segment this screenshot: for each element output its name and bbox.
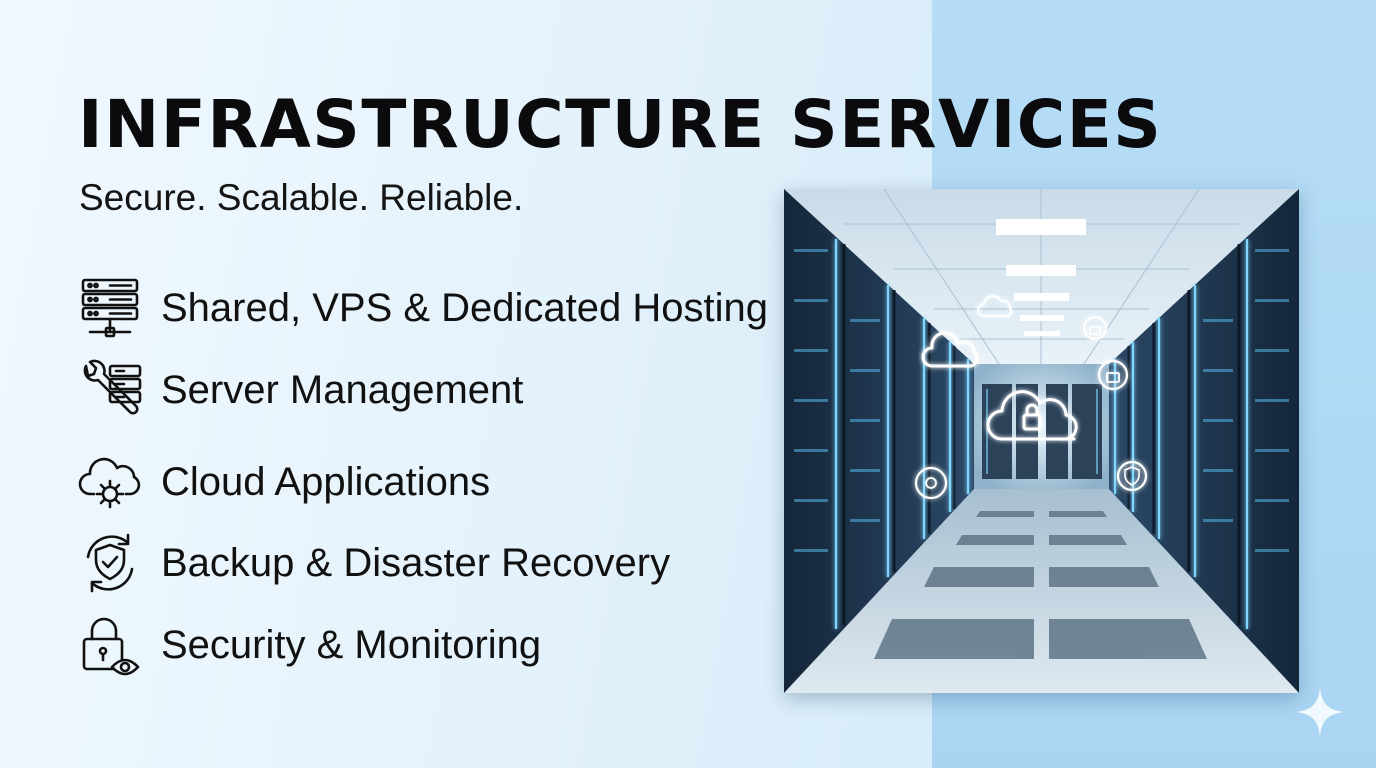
cloud-gear-icon <box>76 448 144 516</box>
service-label: Cloud Applications <box>161 459 491 504</box>
service-item-hosting: Shared, VPS & Dedicated Hosting <box>76 273 776 343</box>
page-subtitle: Secure. Scalable. Reliable. <box>79 177 524 218</box>
service-item-security: Security & Monitoring <box>76 610 776 680</box>
service-item-cloud-applications: Cloud Applications <box>76 447 776 517</box>
wrench-server-icon <box>76 356 144 424</box>
service-label: Shared, VPS & Dedicated Hosting <box>161 285 769 330</box>
lock-eye-icon <box>76 611 144 679</box>
shield-check-icon <box>76 529 144 597</box>
service-label: Backup & Disaster Recovery <box>161 540 671 585</box>
datacenter-corridor-image <box>784 189 1299 693</box>
sparkle-icon <box>1294 686 1346 738</box>
page-title: INFRASTRUCTURE SERVICES <box>78 86 1163 163</box>
service-item-backup: Backup & Disaster Recovery <box>76 528 776 598</box>
server-stack-icon <box>76 274 144 342</box>
service-item-server-management: Server Management <box>76 355 776 425</box>
service-label: Security & Monitoring <box>161 622 542 667</box>
service-label: Server Management <box>161 367 524 412</box>
